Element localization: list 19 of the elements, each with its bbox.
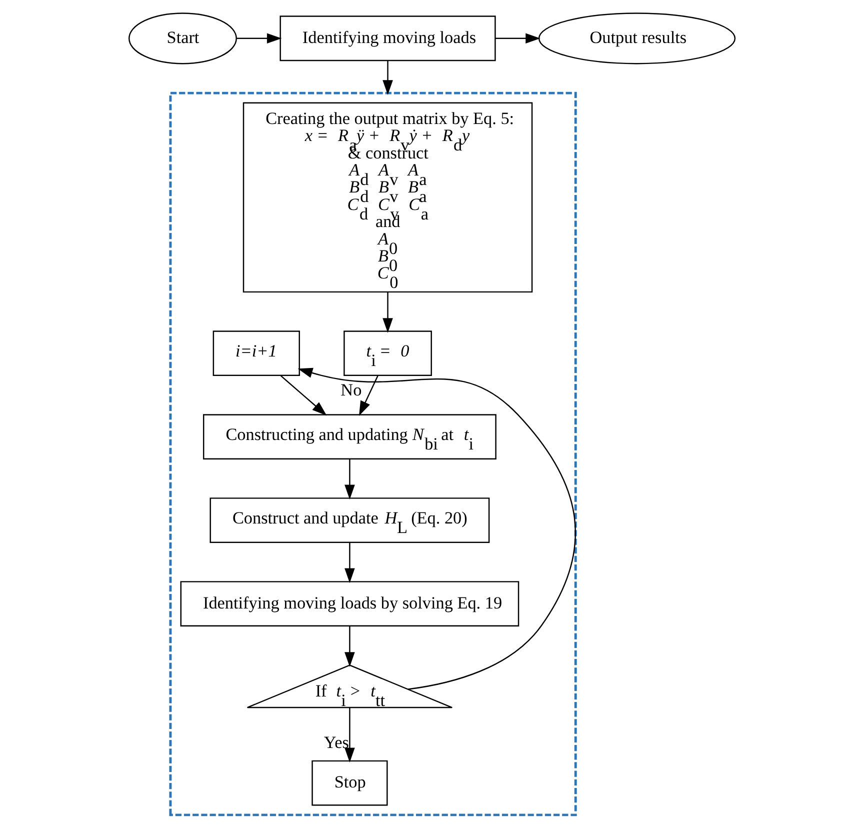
arrow [344,708,355,762]
arrow [344,542,355,583]
arrow [382,292,393,333]
edge-label: Yes [324,732,349,752]
node-box: Identifying moving loads [280,16,496,62]
node-ellipse: Output results [538,12,736,64]
node-box: Stop [312,760,388,806]
arrow [382,60,393,95]
node-box: i=i+1 [212,330,300,376]
edge-label: No [340,380,362,400]
arrow [344,459,355,500]
arrow [236,33,282,44]
node-box: Identifying moving loads by solving Eq. 19 [180,581,520,626]
node-ellipse: Start [128,12,237,64]
arrow [358,376,378,416]
arrow [298,368,576,690]
arrow [280,375,327,416]
arrow [344,626,355,667]
arrow [495,33,540,44]
